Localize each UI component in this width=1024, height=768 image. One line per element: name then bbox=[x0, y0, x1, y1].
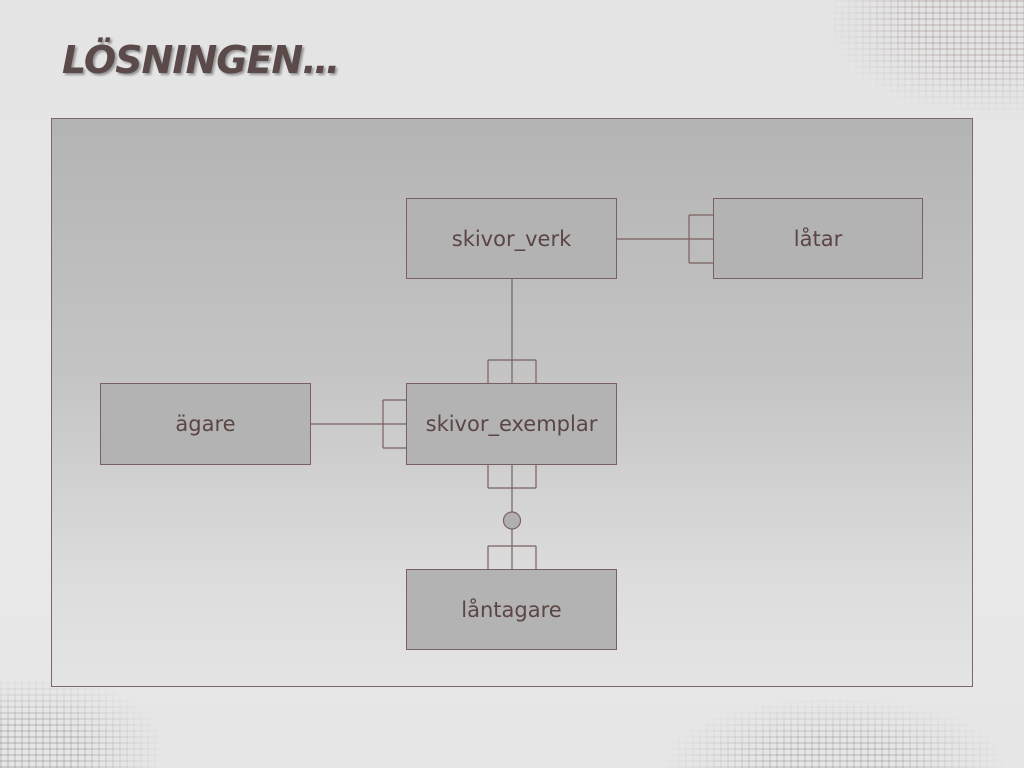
entity-label: ägare bbox=[175, 412, 236, 436]
decorative-texture-bottom-right bbox=[664, 698, 1004, 768]
decorative-texture-bottom-left bbox=[0, 678, 160, 768]
entity-skivor-verk: skivor_verk bbox=[406, 198, 617, 279]
entity-lantagare: låntagare bbox=[406, 569, 617, 650]
slide-title: LÖSNINGEN… bbox=[62, 38, 340, 82]
entity-label: skivor_exemplar bbox=[425, 412, 598, 436]
entity-label: skivor_verk bbox=[451, 226, 572, 251]
optional-circle-marker bbox=[502, 511, 522, 530]
entity-skivor-exemplar: skivor_exemplar bbox=[406, 383, 617, 465]
entity-agare: ägare bbox=[100, 383, 311, 465]
entity-label: låtar bbox=[793, 226, 843, 251]
entity-label: låntagare bbox=[461, 597, 562, 622]
decorative-texture-top-right bbox=[834, 0, 1024, 110]
entity-latar: låtar bbox=[713, 198, 923, 279]
